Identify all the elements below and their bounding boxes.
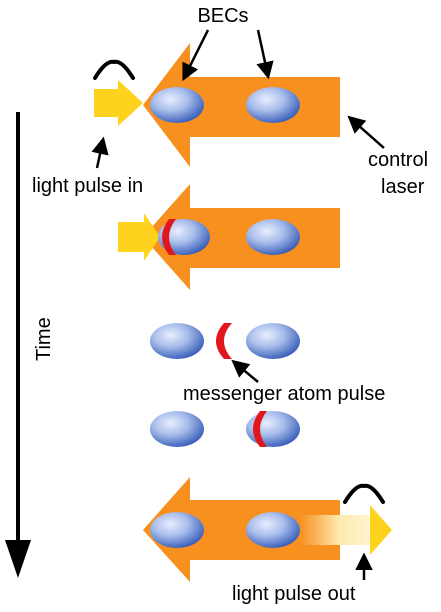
- bec-5a: [150, 512, 204, 548]
- row-1-write: [93, 43, 340, 167]
- stored-pulse-2a: [162, 219, 176, 255]
- pulse-shape-icon: [93, 59, 135, 80]
- becs-pointer-left: [182, 29, 210, 82]
- bec-4a: [150, 411, 204, 447]
- messenger-label: messenger atom pulse: [183, 383, 385, 405]
- row-2-compress: [118, 184, 340, 290]
- light-pulse-out-arrow: [370, 505, 392, 555]
- light-pulse-in-label: light pulse in: [32, 175, 143, 197]
- laser-label: laser: [381, 176, 425, 198]
- control-laser-arrow-1: [143, 43, 340, 167]
- bec-3a: [150, 323, 204, 359]
- control-label: control: [368, 149, 428, 171]
- row-5-read: [143, 477, 392, 582]
- light-pulse-in-pointer: [91, 136, 109, 169]
- row-3-messenger: [150, 323, 300, 359]
- row-4-arrived: [150, 411, 300, 447]
- control-laser-arrow-2: [143, 184, 340, 290]
- bec-1a: [150, 87, 204, 123]
- control-laser-arrow-3: [143, 477, 340, 582]
- becs-label: BECs: [197, 5, 248, 27]
- messenger-atom-pulse: [216, 323, 232, 359]
- control-laser-pointer: [347, 115, 385, 149]
- time-label: Time: [33, 317, 55, 361]
- becs-pointer-right: [256, 29, 274, 80]
- light-pulse-in-arrow: [94, 80, 143, 126]
- pulse-shape-out-icon: [343, 483, 385, 504]
- light-pulse-out-fade: [300, 515, 372, 545]
- light-pulse-entering: [118, 213, 160, 261]
- bec-2a: [158, 219, 210, 255]
- bec-3b: [246, 323, 300, 359]
- bec-5b: [246, 512, 300, 548]
- messenger-pointer: [231, 359, 259, 383]
- bec-2b: [246, 219, 300, 255]
- light-pulse-out-label: light pulse out: [232, 583, 356, 605]
- time-axis-arrowhead: [5, 540, 31, 578]
- bec-1b: [246, 87, 300, 123]
- stored-pulse-4b: [253, 411, 267, 447]
